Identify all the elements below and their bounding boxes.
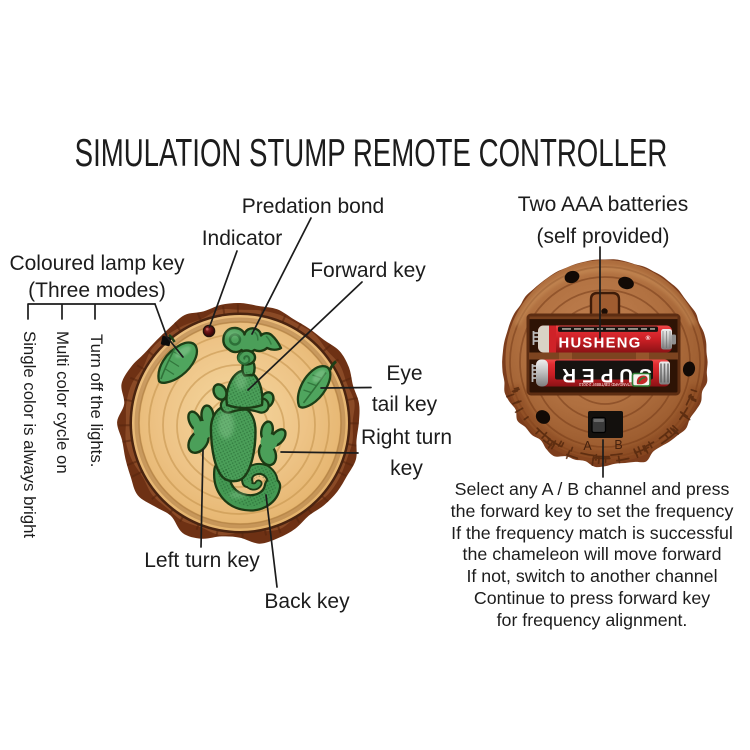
- battery-bottom-band: [555, 360, 653, 380]
- indicator-pointer: [208, 250, 238, 328]
- label-two-aaa-batteries-line2: (self provided): [536, 224, 670, 248]
- chameleon: [187, 326, 287, 512]
- battery-top-stripe-print: [562, 328, 655, 330]
- instruction-line-3: If the frequency match is successful: [451, 522, 733, 543]
- battery-registered-mark: ®: [646, 334, 651, 342]
- battery-series-text: SUPER: [556, 364, 651, 385]
- right-turn-key-pointer: [280, 451, 359, 454]
- label-forward-key: Forward key: [310, 259, 426, 282]
- instruction-line-1: Select any A / B channel and press: [454, 479, 730, 499]
- left-hand-left-turn-key: [187, 404, 215, 454]
- battery-bottom: SUPER STANDARD GB/T8897 2-2013: [531, 359, 670, 387]
- label-mode-multi-color: Multi color cycle on: [53, 331, 72, 474]
- label-right-turn-key: Right turn key: [354, 423, 459, 484]
- eye-tail-key-pointer: [320, 386, 372, 389]
- page-title-text: SIMULATION STUMP REMOTE CONTROLLER: [74, 132, 668, 175]
- lamp-modes-bracket: [27, 303, 156, 320]
- forward-key-pointer: [247, 281, 363, 391]
- label-left-turn-key: Left turn key: [144, 549, 260, 572]
- battery-top: HUSHENG ®: [532, 325, 676, 353]
- back-key-pointer: [265, 494, 278, 588]
- channel-switch: A B: [583, 411, 623, 453]
- label-indicator: Indicator: [201, 227, 283, 250]
- instruction-line-4: the chameleon will move forward: [462, 544, 722, 565]
- label-eye-tail-key: Eye tail key: [352, 358, 457, 420]
- predation-bond-pointer: [251, 217, 312, 335]
- front-stump: [117, 302, 360, 544]
- back-rim-band: [504, 384, 706, 463]
- battery-small-print: STANDARD GB/T8897 2-2013: [578, 382, 632, 387]
- pointer-lines: [27, 217, 604, 588]
- left-leaf-button: [157, 333, 199, 384]
- label-eye-tail-key-line1: Eye: [386, 362, 423, 385]
- chameleon-highlights: [218, 330, 247, 499]
- battery-spring-left: [532, 331, 538, 345]
- crest-grooves: [254, 331, 272, 345]
- battery-compartment: HUSHENG ® SUPER STANDARD GB/T8897 2-2013: [526, 313, 681, 396]
- instruction-line-6: Continue to press forward key: [473, 588, 711, 608]
- label-predation-bond: Predation bond: [241, 195, 385, 218]
- curl-groove: [237, 352, 251, 365]
- label-coloured-lamp-key: Coloured lamp key (Three modes): [4, 251, 190, 304]
- label-coloured-lamp-key-line2: (Three modes): [28, 278, 166, 302]
- label-coloured-lamp-key-line1: Coloured lamp key: [9, 252, 185, 275]
- instruction-line-2: the forward key to set the frequency: [450, 500, 734, 521]
- battery-brand-text: HUSHENG: [558, 336, 641, 352]
- back-bark-cracks: [506, 386, 698, 467]
- label-eye-tail-key-line2: tail key: [371, 393, 438, 416]
- label-two-aaa-batteries: Two AAA batteries (self provided): [513, 189, 693, 252]
- eye-tail-leaf-button: [296, 360, 337, 409]
- label-two-aaa-batteries-line1: Two AAA batteries: [517, 193, 689, 216]
- indicator-led: [202, 324, 216, 338]
- battery-spring-left2: [531, 364, 537, 382]
- left-turn-key-pointer: [200, 449, 204, 548]
- wood-rim-shade: [134, 317, 346, 529]
- label-right-turn-key-line2: key: [390, 456, 423, 480]
- label-back-key: Back key: [264, 590, 350, 613]
- compartment-divider: [529, 352, 678, 360]
- back-stump: HUSHENG ® SUPER STANDARD GB/T8897 2-2013: [502, 259, 708, 468]
- label-mode-single-color: Single color is always bright: [20, 331, 39, 539]
- back-top-highlight: [514, 266, 696, 327]
- battery-bottom-negative-cap: [536, 359, 548, 387]
- battery-logo: [631, 372, 651, 387]
- right-hand-right-turn-key: [257, 420, 287, 467]
- hanger-notch: [589, 291, 621, 319]
- label-mode-turn-off: Turn off the lights.: [87, 334, 106, 468]
- channel-a-label: A: [583, 439, 592, 453]
- screw-holes: [535, 270, 696, 424]
- label-right-turn-key-line1: Right turn: [360, 426, 453, 449]
- lamp-key-pointer: [154, 303, 184, 358]
- instruction-line-5: If not, switch to another channel: [466, 566, 718, 587]
- instruction-line-7: for frequency alignment.: [496, 609, 688, 630]
- channel-b-label: B: [614, 438, 622, 452]
